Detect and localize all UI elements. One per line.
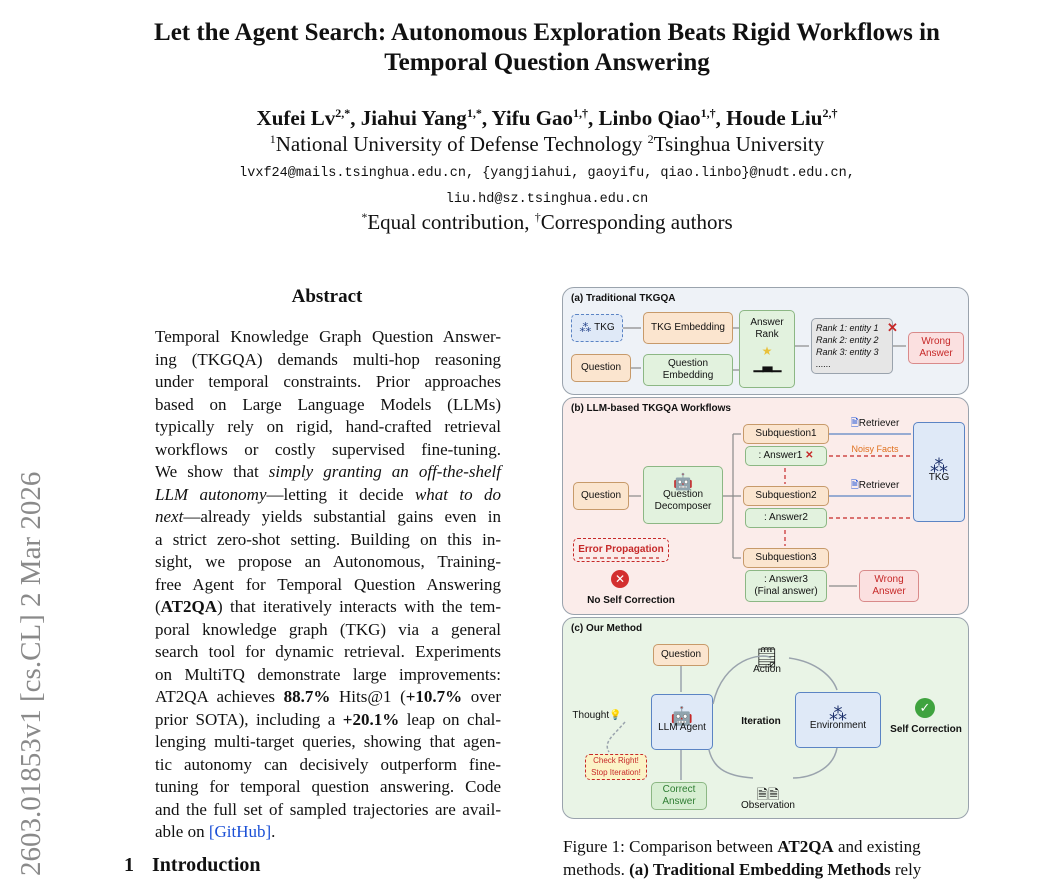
abstract-line: able on [GitHub]. [155,822,276,841]
tkg-embedding-box: TKG Embedding [643,312,733,344]
retriever-label-1: 🗎Retriever [850,418,900,429]
check-right-note: Check Right!Stop Iteration! [585,754,647,780]
abstract-line: typically rely on rigid, hand-crafted re… [155,417,501,436]
subquestion3-box: Subquestion3 [743,548,829,568]
abstract-line: based on Large Language Models (LLMs) [155,394,501,414]
no-self-correction-label: No Self Correction [587,595,675,606]
question-decomposer-box: 🤖 Question Decomposer [643,466,723,524]
robot-icon: 🤖 [670,706,694,726]
panel-b-arrows [579,433,911,587]
arxiv-identifier: 2603.01853v1 [cs.CL] 2 Mar 2026 [15,472,47,876]
bar-chart-icon: ▁▃▁ [753,357,782,372]
abstract-body: Temporal Knowledge Graph Question Answer… [155,326,501,844]
abstract-line: search tool for dynamic retrieval. Exper… [155,642,501,661]
lightbulb-icon: 💡 [609,710,622,721]
panel-b: (b) LLM-based TKGQA Workflows Question 🤖… [562,397,969,615]
abstract-line: Temporal Knowledge Graph Question Answer… [155,327,501,346]
check-icon: ✓ [915,698,935,718]
abstract-line: on MultiTQ demonstrate large improvement… [155,664,501,684]
abstract-line: lenging multi-target queries, showing th… [155,732,501,751]
search-doc-icon: 🗎 [850,418,859,429]
affiliations: 1National University of Defense Technolo… [269,132,825,156]
iteration-label: Iteration [741,716,781,727]
self-correction-label: Self Correction [890,724,962,735]
search-doc-icon: 🗎 [850,480,859,491]
question-box-c: Question [653,644,709,666]
abstract-heading: Abstract [291,286,363,307]
tkg-box-b: ⁂ TKG [913,422,965,522]
wrong-answer-box-b: Wrong Answer [859,570,919,602]
abstract-line: next—already yields substantial gains ev… [155,507,501,526]
abstract-line: We show that simply granting an off-the-… [155,462,501,481]
contribution-note: *Equal contribution, †Corresponding auth… [361,210,733,234]
wrong-answer-box-a: Wrong Answer [908,332,964,364]
abstract-line: free Agent for Temporal Question Answeri… [155,574,501,594]
noisy-facts-label: Noisy Facts [851,444,899,454]
caption-line-2: methods. (a) Traditional Embedding Metho… [563,859,922,879]
caption-line-1: Figure 1: Comparison between AT2QA and e… [563,837,921,856]
paper-title: Let the Agent Search: Autonomous Explora… [154,19,940,76]
abstract-line: under temporal constraints. Prior approa… [155,372,501,391]
star-icon: ★ [761,344,773,358]
question-embedding-box: Question Embedding [643,354,733,386]
svg-text:2603.01853v1 [cs.CL] 2 Mar 2: 2603.01853v1 [cs.CL] 2 Mar 2026 [15,472,47,876]
author-list: Xufei Lv2,*, Jiahui Yang1,*, Yifu Gao1,†… [256,106,838,130]
llm-agent-box: 🤖 LLM Agent [651,694,713,750]
subquestion1-box: Subquestion1 [743,424,829,444]
environment-box: ⁂ Environment [795,692,881,748]
abstract-line: sight, we propose an Autonomous, Trainin… [155,552,501,571]
correct-answer-box: Correct Answer [651,782,707,810]
answer-rank-box: Answer Rank ★ ▁▃▁ [739,310,795,388]
abstract-line: tic autonomy can decisively outperform f… [155,754,501,774]
answer2-box: : Answer2 [745,508,827,528]
question-box-b: Question [573,482,629,510]
cross-icon: ✕ [887,320,898,335]
abstract-line: tuning for temporal question answering. … [155,777,501,796]
error-icon: ✕ [611,570,629,588]
search-doc-icon: 🗒 [754,647,780,669]
abstract-line: a strict zero-shot setting. Building on … [155,529,501,549]
figure-caption: Figure 1: Comparison between AT2QA and e… [563,836,971,881]
panel-a-arrows [623,327,906,371]
figure-1: (a) Traditional TKGQA ⁂ TKG TKG Embeddin… [560,285,970,823]
question-box-a: Question [571,354,631,382]
cross-icon: ✕ [805,450,814,461]
panel-c: (c) Our Method Question 🗒 Action Thought… [562,617,969,819]
panel-c-arrows [606,655,838,780]
rank-list: Rank 1: entity 1 Rank 2: entity 2 Rank 3… [811,318,893,374]
abstract-line: prior SOTA), including a +20.1% leap on … [155,709,501,729]
retriever-label-2: 🗎Retriever [850,480,900,491]
error-propagation-box: Error Propagation [573,538,669,562]
graph-icon: ⁂ [930,456,948,476]
panel-b-title: (b) LLM-based TKGQA Workflows [571,403,731,414]
panel-a-title: (a) Traditional TKGQA [571,293,676,304]
robot-icon: 🤖 [673,474,693,491]
abstract-line: AT2QA achieves 88.7% Hits@1 (+10.7% over [155,687,501,706]
observation-node: 🗎🗎 Observation [741,786,795,811]
answer3-box: : Answer3(Final answer) [745,570,827,602]
abstract-line: poral knowledge graph (TKG) via a genera… [155,619,501,639]
panel-a: (a) Traditional TKGQA ⁂ TKG TKG Embeddin… [562,287,969,395]
emails-line-1: lvxf24@mails.tsinghua.edu.cn, {yangjiahu… [239,166,855,181]
thought-node: Thought💡 [572,710,622,721]
panel-c-title: (c) Our Method [571,623,643,634]
subquestion2-box: Subquestion2 [743,486,829,506]
action-node: 🗒 Action [753,647,781,675]
abstract-line: LLM autonomy—letting it decide what to d… [155,484,501,504]
abstract-line: and the full set of sampled trajectories… [155,799,501,819]
abstract-line: workflows or costly supervised fine-tuni… [155,439,501,459]
tkg-box: ⁂ TKG [571,314,623,342]
answer1-box: : Answer1 ✕ [745,446,827,466]
emails-line-2: liu.hd@sz.tsinghua.edu.cn [445,192,649,207]
document-icon: 🗎🗎 [756,786,780,802]
graph-icon: ⁂ [829,704,847,724]
abstract-line: (AT2QA) that iteratively interacts with … [155,597,501,616]
abstract-line: ing (TKGQA) demands multi-hop reasoning [155,349,501,369]
